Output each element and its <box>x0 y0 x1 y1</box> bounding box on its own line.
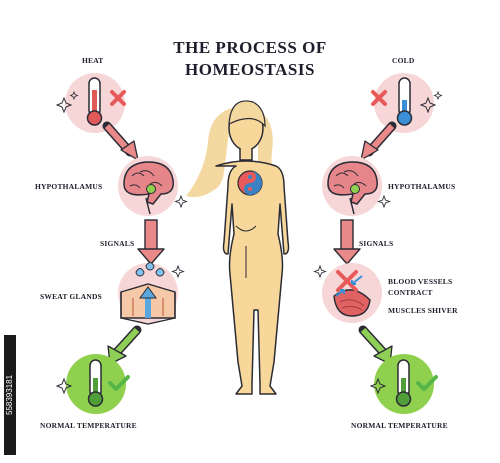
cross-icon <box>110 90 126 106</box>
sparkle-icon <box>174 194 188 209</box>
sparkle-icon <box>369 377 387 395</box>
sparkle-icon <box>171 264 185 279</box>
hypothalamus-label-left: HYPOTHALAMUS <box>35 182 103 191</box>
cross-icon <box>371 90 387 106</box>
human-body-figure <box>186 100 290 395</box>
stock-id-label: 558393181 <box>4 335 16 455</box>
heat-thermometer-icon <box>65 73 125 133</box>
normal-temperature-label-right: NORMAL TEMPERATURE <box>351 421 448 430</box>
signals-label-right: SIGNALS <box>359 239 394 248</box>
sparkle-icon <box>377 194 391 209</box>
normal-thermometer-icon <box>66 354 126 414</box>
muscles-shiver-label: MUSCLES SHIVER <box>388 306 458 315</box>
sparkle-icon <box>419 90 443 114</box>
sweat-glands-label: SWEAT GLANDS <box>40 292 102 301</box>
brain-icon <box>118 156 178 216</box>
brain-icon <box>322 156 382 216</box>
arrow-signals-left <box>137 219 165 265</box>
blood-vessels-label-line2: CONTRACT <box>388 288 433 297</box>
blood-vessels-label-line1: BLOOD VESSELS <box>388 277 453 286</box>
cold-label: COLD <box>392 56 415 65</box>
normal-temperature-label-left: NORMAL TEMPERATURE <box>40 421 137 430</box>
arrow-cold-to-hypothalamus <box>360 121 397 161</box>
sparkle-icon <box>55 90 79 114</box>
check-icon <box>416 375 438 391</box>
normal-thermometer-icon <box>374 354 434 414</box>
arrow-heat-to-hypothalamus <box>102 121 139 161</box>
blood-vessels-muscle-icon <box>322 263 382 323</box>
yin-yang-balance-icon <box>237 170 263 196</box>
sparkle-icon <box>313 264 327 279</box>
cold-thermometer-icon <box>374 73 434 133</box>
hypothalamus-label-right: HYPOTHALAMUS <box>388 182 456 191</box>
title-line-2: HOMEOSTASIS <box>185 60 315 79</box>
sweat-glands-icon <box>118 262 178 325</box>
check-icon <box>108 375 130 391</box>
signals-label-left: SIGNALS <box>100 239 135 248</box>
title-line-1: THE PROCESS OF <box>173 38 327 57</box>
arrow-signals-right <box>333 219 361 265</box>
heat-label: HEAT <box>82 56 104 65</box>
sparkle-icon <box>55 377 73 395</box>
